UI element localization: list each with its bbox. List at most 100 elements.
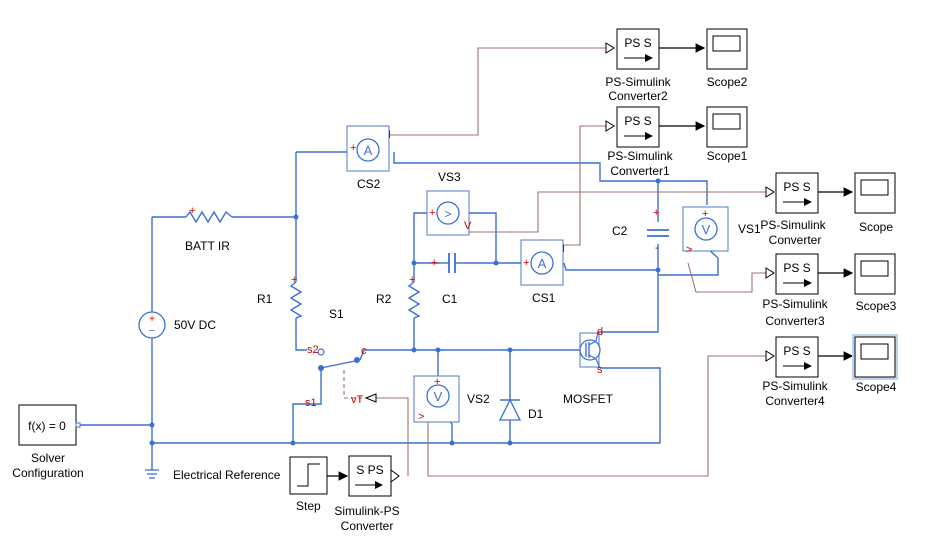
scope-block[interactable]: Scope: [854, 172, 896, 234]
mosfet-port-d: d: [597, 326, 603, 338]
d1-diode[interactable]: D1: [498, 398, 544, 421]
svg-text:+: +: [653, 207, 659, 219]
cs2-label: CS2: [357, 177, 381, 191]
pss2-label-line2: Converter2: [608, 89, 668, 103]
cs1-current-sensor[interactable]: A + I CS1: [520, 239, 565, 305]
c2-capacitor[interactable]: + - C2: [612, 207, 669, 254]
vs1-label: VS1: [738, 222, 761, 236]
solver-label-line1: Solver: [31, 451, 65, 465]
solver-label-line2: Configuration: [12, 466, 83, 480]
ps-simulink-converter4-block[interactable]: PS S PS-Simulink Converter4: [762, 336, 829, 408]
svg-text:+: +: [434, 376, 440, 388]
vs3-voltage-sensor[interactable]: > + V VS3: [426, 170, 472, 236]
r1-label: R1: [257, 292, 273, 306]
scope2-block[interactable]: Scope2: [706, 28, 748, 89]
r2-label: R2: [376, 292, 392, 306]
scope4-block-selected[interactable]: Scope4: [852, 334, 898, 394]
ps-simulink-converter2-block[interactable]: PS S PS-Simulink Converter2: [605, 28, 672, 103]
electrical-reference-ground[interactable]: Electrical Reference: [145, 468, 281, 482]
cs2-current-sensor[interactable]: A + I CS2: [346, 125, 391, 191]
physical-wires[interactable]: [80, 151, 719, 470]
c1-capacitor[interactable]: + C1: [431, 253, 464, 306]
ps-simulink-converter-block[interactable]: PS S PS-Simulink Converter: [760, 172, 827, 247]
pss1-label-line1: PS-Simulink: [607, 149, 673, 163]
svg-text:+: +: [523, 257, 529, 269]
s1-port-vt: vT: [351, 394, 364, 406]
svg-text:+: +: [291, 274, 297, 286]
pss2-block-text: PS S: [624, 36, 651, 50]
svg-text:+: +: [350, 142, 356, 154]
batt-ir-label: BATT IR: [185, 239, 230, 253]
step-label: Step: [296, 499, 321, 513]
pss3-label-line2: Converter3: [765, 314, 825, 328]
wire-junctions: [149, 178, 661, 446]
pss1-block-text: PS S: [624, 114, 651, 128]
battery-50v-dc-source[interactable]: + − 50V DC: [138, 311, 216, 339]
cs2-port-i: I: [388, 129, 391, 141]
vs1-voltage-sensor[interactable]: V + > VS1: [682, 206, 761, 256]
signal-wires[interactable]: [343, 47, 766, 477]
c1-label: C1: [442, 292, 458, 306]
vs2-voltage-sensor[interactable]: V + > VS2: [413, 375, 490, 423]
sps-label-line2: Converter: [341, 519, 394, 533]
scope3-block[interactable]: Scope3: [854, 253, 897, 313]
pss0-label-line1: PS-Simulink: [760, 218, 826, 232]
s1-label: S1: [329, 307, 344, 321]
scope4-label: Scope4: [856, 380, 897, 394]
s1-port-c: c: [361, 345, 367, 357]
battery-label: 50V DC: [174, 318, 216, 332]
scope1-block[interactable]: Scope1: [706, 106, 748, 163]
pss4-label-line2: Converter4: [765, 394, 825, 408]
pss0-label-line2: Converter: [769, 233, 822, 247]
r2-resistor[interactable]: + R2: [376, 274, 421, 319]
svg-text:V: V: [434, 389, 443, 404]
solver-block-text: f(x) = 0: [28, 419, 66, 433]
cs1-label: CS1: [532, 291, 556, 305]
pss4-label-line1: PS-Simulink: [762, 379, 828, 393]
batt-ir-resistor[interactable]: + BATT IR: [185, 205, 233, 253]
pss3-block-text: PS S: [783, 261, 810, 275]
sps-label-line1: Simulink-PS: [334, 504, 399, 518]
solver-configuration-block[interactable]: f(x) = 0 Solver Configuration: [12, 404, 84, 480]
ps-simulink-converter3-block[interactable]: PS S PS-Simulink Converter3: [762, 253, 829, 328]
svg-text:>: >: [418, 411, 424, 423]
svg-text:+: +: [702, 208, 708, 220]
svg-text:>: >: [444, 207, 451, 221]
simulink-ps-converter-block[interactable]: S PS Simulink-PS Converter: [334, 455, 400, 533]
c2-label: C2: [612, 224, 628, 238]
ps-simulink-converter1-block[interactable]: PS S PS-Simulink Converter1: [605, 106, 674, 178]
pss3-label-line1: PS-Simulink: [762, 297, 828, 311]
svg-text:-: -: [655, 242, 659, 254]
step-source-block[interactable]: Step: [289, 456, 349, 513]
pss0-block-text: PS S: [783, 180, 810, 194]
ground-label: Electrical Reference: [173, 468, 281, 482]
pss4-block-text: PS S: [783, 344, 810, 358]
r1-resistor[interactable]: + R1: [257, 274, 303, 319]
s1-port-s1: s1: [305, 397, 317, 409]
s1-port-s2: s2: [307, 344, 319, 356]
scope3-label: Scope3: [856, 299, 897, 313]
scope-label: Scope: [859, 220, 893, 234]
mosfet-port-s: s: [597, 364, 603, 376]
pss2-label-line1: PS-Simulink: [605, 75, 671, 89]
vs3-label: VS3: [438, 170, 461, 184]
svg-text:A: A: [364, 143, 373, 158]
svg-text:+: +: [431, 257, 437, 269]
svg-text:>: >: [686, 244, 692, 256]
svg-text:+: +: [409, 274, 415, 286]
pss1-label-line2: Converter1: [610, 164, 670, 178]
svg-text:A: A: [538, 256, 547, 271]
svg-text:+: +: [149, 314, 155, 325]
s1-switch[interactable]: S1 s2 s1 c vT: [305, 307, 377, 409]
svg-text:V: V: [702, 222, 711, 237]
sps-block-text: S PS: [356, 463, 383, 477]
mosfet-transistor[interactable]: d s MOSFET: [563, 326, 614, 406]
scope2-label: Scope2: [707, 75, 748, 89]
svg-text:+: +: [429, 207, 435, 219]
d1-label: D1: [528, 407, 544, 421]
vs3-port-v: V: [464, 220, 472, 232]
scope1-label: Scope1: [707, 149, 748, 163]
cs1-port-i: I: [562, 243, 565, 255]
vs2-label: VS2: [467, 392, 490, 406]
